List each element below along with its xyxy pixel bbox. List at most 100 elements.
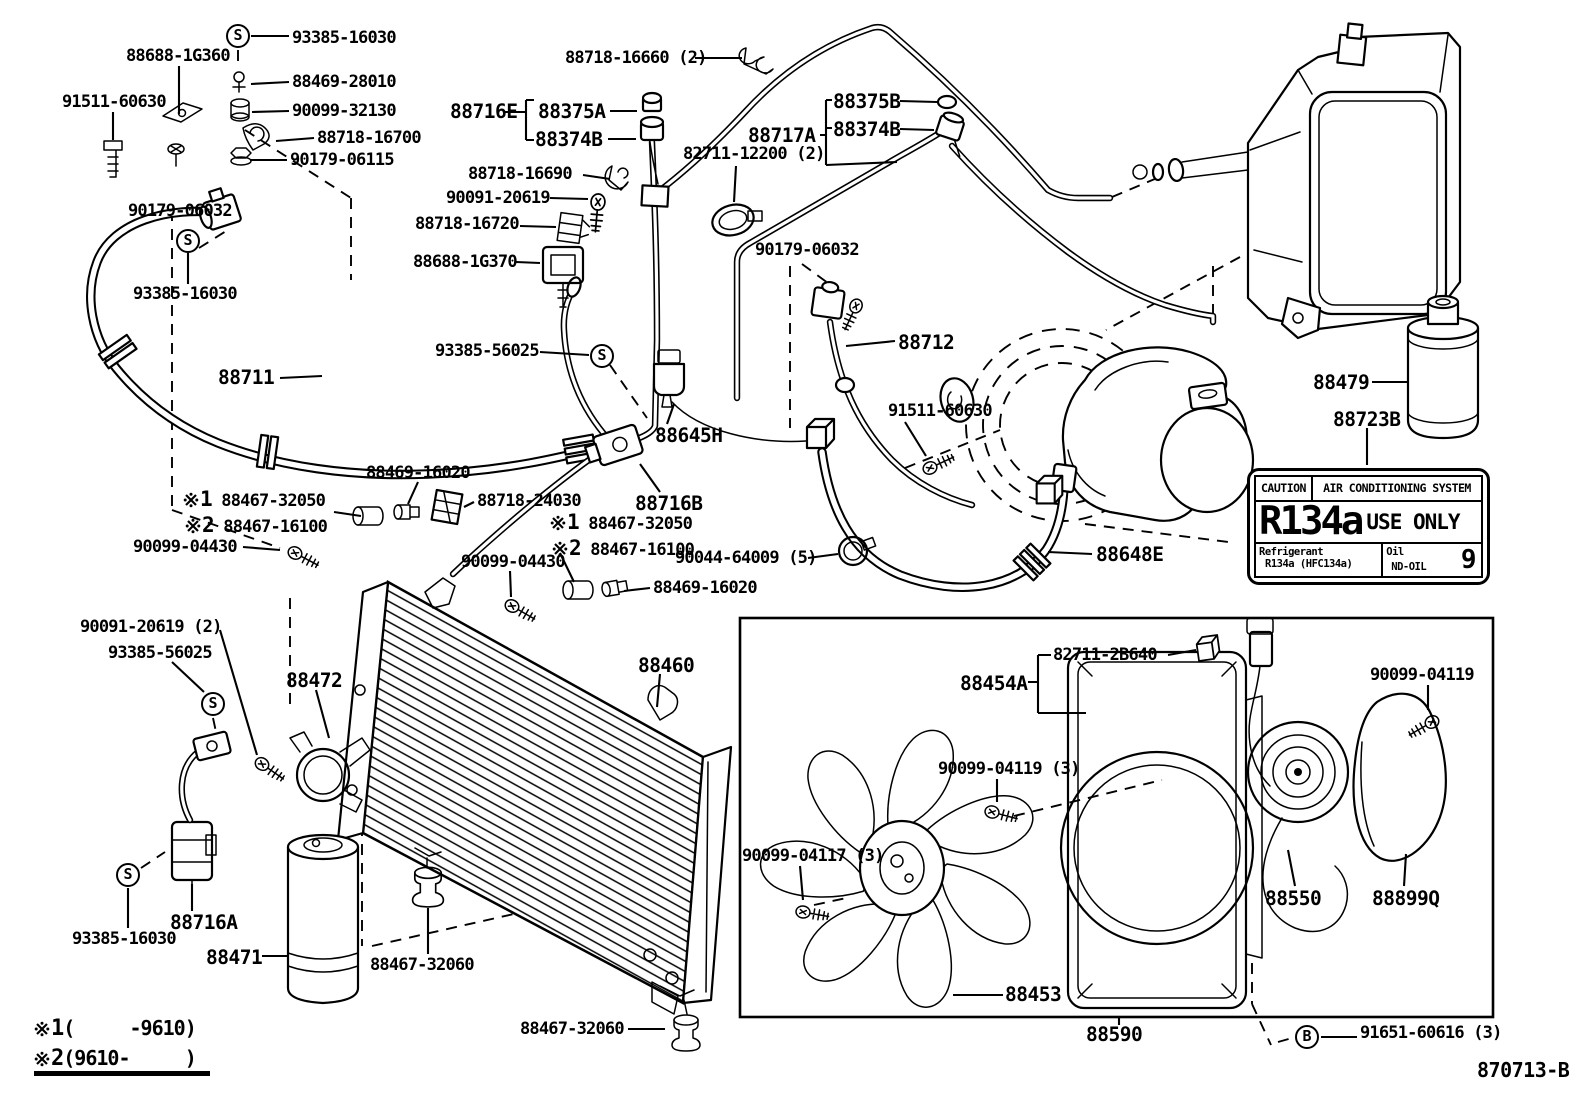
footnote-text: ( -9610) <box>63 1016 196 1040</box>
clamp-82711-12200-icon <box>711 203 763 237</box>
unit-clip-drawing <box>1336 22 1368 67</box>
oil-value: ND-OIL <box>1391 560 1427 573</box>
stud-88469-16020-icon-2 <box>600 578 629 598</box>
part-number-text: 90091-20619 (2) <box>80 617 222 637</box>
part-number-text: 88688-1G360 <box>126 46 231 66</box>
part-number-text: 88467-32060 <box>520 1019 625 1039</box>
footnote-ref: 2 <box>51 1045 64 1071</box>
part-label-93385-56025: 93385-56025 <box>108 644 213 663</box>
part-number-text: 93385-16030 <box>292 28 397 48</box>
part-label-90099-32130: 90099-32130 <box>292 102 397 121</box>
part-number-text: 88648E <box>1096 543 1164 566</box>
hose-end-fitting-drawing <box>198 187 242 231</box>
fan-inset-box <box>738 616 1495 1019</box>
part-number-text: 88375B <box>833 90 901 113</box>
part-label-88467-32060: 88467-32060 <box>520 1019 625 1039</box>
part-label-88712: 88712 <box>898 332 955 353</box>
motor-cover-88899q-drawing <box>1352 692 1447 862</box>
part-label-88899Q: 88899Q <box>1372 888 1440 909</box>
circled-symbol-S: S <box>590 344 614 368</box>
grommet-88718-24030-icon <box>430 488 464 526</box>
receiver-88471-drawing <box>286 833 360 1005</box>
part-number-text: 88716A <box>170 911 238 934</box>
part-label-88471: 88471 <box>206 947 263 968</box>
part-number-text: 88711 <box>218 366 275 389</box>
mount-cushion-88467-32060-icon-2 <box>671 1014 701 1052</box>
part-label-88590: 88590 <box>1086 1024 1143 1045</box>
bracket-88688-1g360-icon <box>162 102 203 123</box>
sensor-88688-1g370-icon <box>541 245 585 308</box>
part-label-88467-16100: 2 88467-16100 <box>552 536 695 560</box>
part-number-text: 88718-16700 <box>317 128 422 148</box>
suction-hose-88711-drawing <box>86 187 607 480</box>
part-label-88718-16660-2-: 88718-16660 (2) <box>565 49 707 68</box>
part-label-88469-16020: 88469-16020 <box>653 579 758 598</box>
footnote-row: 1( -9610) <box>34 1014 197 1044</box>
part-label-90179-06115: 90179-06115 <box>290 151 395 170</box>
part-label-88453: 88453 <box>1005 984 1062 1005</box>
part-label-91511-60630: 91511-60630 <box>62 93 167 112</box>
part-label-88550: 88550 <box>1265 888 1322 909</box>
part-label-88688-1G360: 88688-1G360 <box>126 46 231 66</box>
screw-90099-04430-icon-2 <box>502 596 539 625</box>
part-label-90179-06032: 90179-06032 <box>128 201 233 221</box>
part-number-text: 88472 <box>286 669 343 692</box>
part-label-88723B: 88723B <box>1333 409 1401 430</box>
part-number-text: 93385-16030 <box>133 284 238 304</box>
part-label-88716E: 88716E <box>450 101 518 122</box>
part-number-text: 88467-16100 <box>223 517 328 537</box>
cap-88375b-drawing <box>936 94 958 110</box>
part-number-text: 88469-16020 <box>366 463 471 483</box>
refrigerant-value: R134a (HFC134a) <box>1265 558 1353 571</box>
reference-mark-icon <box>550 515 566 531</box>
part-number-text: 88460 <box>638 654 695 677</box>
fan-motor-88550-drawing <box>1194 617 1350 933</box>
reference-number: 1 <box>200 487 213 511</box>
reference-mark-icon <box>185 518 201 534</box>
part-label-88648E: 88648E <box>1096 543 1164 566</box>
evaporator-unit-drawing <box>1132 22 1462 340</box>
footnotes: 1( -9610)2(9610- ) <box>34 1014 197 1073</box>
screw-90099-04119-icon <box>982 803 1020 826</box>
reference-number: 2 <box>569 536 582 560</box>
discharge-pipe-88712-drawing <box>810 280 976 509</box>
stud-88469-16020-icon <box>393 504 420 520</box>
part-number-text: 88467-32060 <box>370 955 475 975</box>
clamp-88718-16660-icon <box>738 47 774 75</box>
part-label-90179-06032: 90179-06032 <box>755 240 860 260</box>
part-label-88469-28010: 88469-28010 <box>292 73 397 92</box>
part-number-text: 90044-64009 (5) <box>675 548 817 568</box>
circled-symbol-B: B <box>1295 1025 1319 1049</box>
part-number-text: 88454A <box>960 672 1028 695</box>
part-label-93385-56025: 93385-56025 <box>435 342 540 361</box>
sight-glass-88716b <box>583 423 644 467</box>
part-label-88374B: 88374B <box>833 119 901 140</box>
part-label-91511-60630: 91511-60630 <box>888 402 993 421</box>
footnote-text: (9610- ) <box>63 1045 196 1070</box>
part-number-text: 88688-1G370 <box>413 252 518 272</box>
part-number-text: 88645H <box>655 424 723 447</box>
part-number-text: 90179-06032 <box>755 240 860 260</box>
part-number-text: 82711-2B640 <box>1053 645 1158 665</box>
condenser-88460-drawing <box>336 577 733 1052</box>
part-label-88472: 88472 <box>286 669 343 692</box>
caution-word: CAUTION <box>1256 477 1313 500</box>
part-number-text: 88717A <box>748 124 816 147</box>
pressure-switch-88645h-drawing <box>652 349 686 408</box>
part-number-text: 90179-06032 <box>128 201 233 221</box>
part-label-88375A: 88375A <box>538 101 606 122</box>
refrigerant-big: R134a <box>1259 502 1364 542</box>
part-label-88469-16020: 88469-16020 <box>366 463 471 483</box>
part-label-88711: 88711 <box>218 366 275 389</box>
compressor-drawing <box>939 346 1255 522</box>
part-label-90099-04119-3-: 90099-04119 (3) <box>938 760 1080 779</box>
small-parts-center <box>285 47 957 625</box>
screw-90099-04119-right-icon <box>1405 712 1442 741</box>
part-label-90044-64009-5-: 90044-64009 (5) <box>675 548 817 568</box>
part-number-text: 88718-16690 <box>468 164 573 184</box>
part-number-text: 88479 <box>1313 371 1370 394</box>
clamp-88718-16700-icon <box>242 123 270 151</box>
part-label-88467-32050: 1 88467-32050 <box>183 487 326 511</box>
part-label-88718-24030: 88718-24030 <box>477 492 582 511</box>
